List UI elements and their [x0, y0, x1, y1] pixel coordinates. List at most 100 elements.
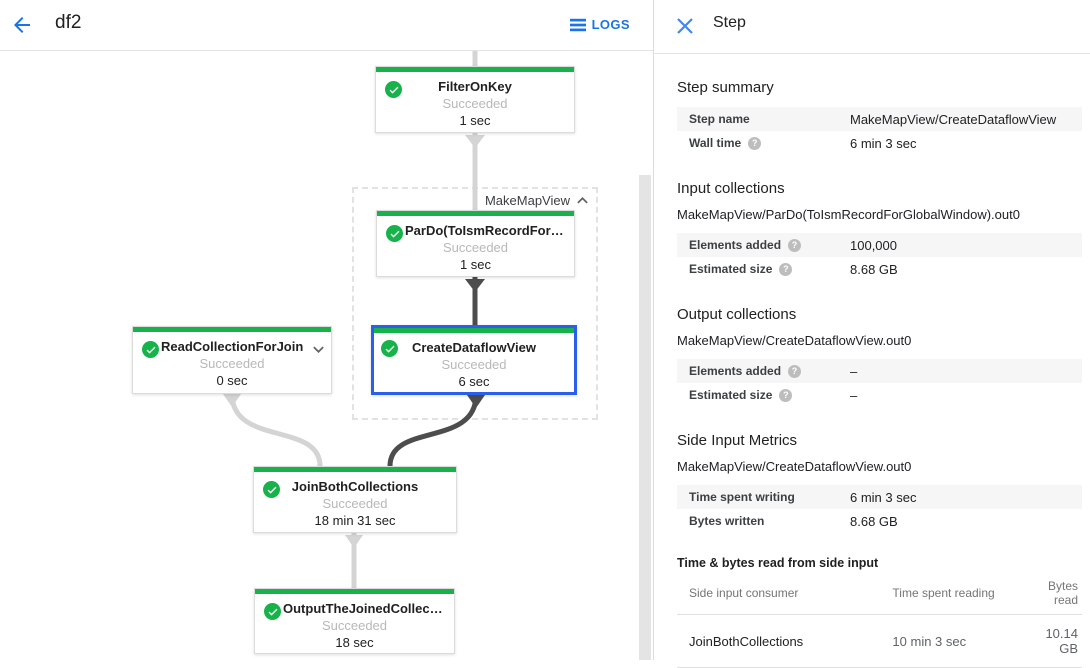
success-check-icon: [263, 481, 280, 498]
node-time: 1 sec: [459, 113, 491, 128]
section-heading-output-collections: Output collections: [677, 306, 797, 323]
success-check-icon: [381, 340, 398, 357]
kv-value: 8.68 GB: [850, 261, 898, 277]
node-status-bar: [374, 328, 574, 333]
kv-label: Estimated size: [689, 262, 773, 276]
node-time: 18 min 31 sec: [314, 513, 396, 528]
node-time: 0 sec: [216, 373, 248, 388]
node-readcollectionforjoin[interactable]: ReadCollectionForJoin Succeeded 0 sec: [132, 326, 332, 394]
output-collection-name: MakeMapView/CreateDataflowView.out0: [677, 333, 912, 348]
logs-button[interactable]: LOGS: [569, 17, 630, 32]
kv-row-estimated-size: Estimated size ? 8.68 GB: [677, 257, 1082, 281]
node-createdataflowview[interactable]: CreateDataflowView Succeeded 6 sec: [371, 325, 577, 395]
node-status: Succeeded: [322, 496, 388, 511]
help-icon[interactable]: ?: [788, 364, 802, 378]
node-title: FilterOnKey: [438, 79, 512, 94]
kv-label: Elements added: [689, 364, 782, 378]
chevron-down-icon[interactable]: [313, 340, 324, 358]
section-heading-step-summary: Step summary: [677, 79, 774, 96]
section-heading-input-collections: Input collections: [677, 180, 785, 197]
node-title: ParDo(ToIsmRecordFor…: [405, 223, 564, 238]
chevron-up-icon: [577, 197, 588, 204]
node-pardo-toismrecord[interactable]: ParDo(ToIsmRecordFor… Succeeded 1 sec: [376, 210, 575, 277]
side-input-table-heading: Time & bytes read from side input: [677, 556, 879, 570]
kv-label: Estimated size: [689, 388, 773, 402]
panel-title: Step: [713, 14, 746, 31]
help-icon[interactable]: ?: [779, 388, 793, 402]
help-icon[interactable]: ?: [788, 238, 802, 252]
help-icon[interactable]: ?: [779, 262, 793, 276]
node-title: JoinBothCollections: [291, 479, 419, 494]
success-check-icon: [386, 225, 403, 242]
kv-value: 6 min 3 sec: [850, 489, 917, 505]
kv-row-bytes-written: Bytes written 8.68 GB: [677, 509, 1082, 533]
node-status-bar: [133, 327, 331, 332]
graph-scrollbar[interactable]: [639, 175, 651, 660]
help-icon[interactable]: ?: [748, 136, 762, 150]
section-heading-side-input-metrics: Side Input Metrics: [677, 432, 798, 449]
kv-value: 8.68 GB: [850, 513, 898, 529]
node-status: Succeeded: [321, 618, 388, 633]
step-summary-rows: Step name MakeMapView/CreateDataflowView…: [677, 107, 1082, 155]
kv-value: 6 min 3 sec: [850, 135, 917, 151]
col-side-input-consumer: Side input consumer: [677, 572, 893, 615]
kv-row-elements-added: Elements added ? –: [677, 359, 1082, 383]
kv-label: Bytes written: [689, 514, 765, 528]
panel-body: Step summary Step name MakeMapView/Creat…: [654, 79, 1090, 668]
input-collections-rows: Elements added ? 100,000 Estimated size …: [677, 233, 1082, 281]
success-check-icon: [142, 341, 159, 358]
makemapview-group-toggle[interactable]: MakeMapView: [485, 193, 588, 208]
node-time: 1 sec: [459, 257, 492, 272]
node-title: OutputTheJoinedCollec…: [283, 601, 443, 616]
node-outputthejoined[interactable]: OutputTheJoinedCollec… Succeeded 18 sec: [254, 588, 455, 654]
node-status: Succeeded: [442, 240, 509, 255]
kv-label: Elements added: [689, 238, 782, 252]
cell-bytes-read: 10.14 GB: [1035, 614, 1082, 668]
table-row: JoinBothCollections 10 min 3 sec 10.14 G…: [677, 614, 1082, 668]
list-icon: [569, 18, 586, 31]
node-joinbothcollections[interactable]: JoinBothCollections Succeeded 18 min 31 …: [253, 466, 457, 533]
col-time-spent-reading: Time spent reading: [892, 572, 1036, 615]
kv-label: Time spent writing: [689, 490, 795, 504]
kv-value: 100,000: [850, 237, 897, 253]
side-input-metrics-rows: Time spent writing 6 min 3 sec Bytes wri…: [677, 485, 1082, 533]
close-button[interactable]: [675, 16, 695, 36]
job-graph-canvas[interactable]: MakeMapView FilterOnKey Succeeded: [0, 51, 653, 660]
kv-value: –: [850, 363, 858, 379]
node-status-bar: [377, 211, 574, 216]
node-title: CreateDataflowView: [411, 340, 537, 355]
arrow-left-icon: [14, 17, 30, 33]
kv-label: Step name: [689, 112, 750, 126]
node-time: 18 sec: [335, 635, 374, 650]
panel-header: Step: [654, 0, 1090, 54]
side-input-collection-name: MakeMapView/CreateDataflowView.out0: [677, 459, 912, 474]
node-filteronkey[interactable]: FilterOnKey Succeeded 1 sec: [375, 66, 575, 133]
back-button[interactable]: [10, 13, 34, 37]
logs-label: LOGS: [591, 17, 630, 32]
close-icon: [677, 18, 693, 34]
col-bytes-read: Bytes read: [1035, 572, 1082, 615]
input-collection-name: MakeMapView/ParDo(ToIsmRecordForGlobalWi…: [677, 207, 1020, 222]
kv-label: Wall time: [689, 136, 742, 150]
group-label-text: MakeMapView: [484, 193, 570, 208]
node-title: ReadCollectionForJoin: [161, 339, 304, 354]
kv-row-estimated-size: Estimated size ? –: [677, 383, 1082, 407]
kv-value: MakeMapView/CreateDataflowView: [850, 111, 1057, 127]
table-header-row: Side input consumer Time spent reading B…: [677, 572, 1082, 615]
kv-value: –: [850, 387, 858, 403]
step-details-panel: Step Step summary Step name MakeMapView/…: [653, 0, 1090, 668]
node-status: Succeeded: [441, 357, 507, 372]
top-bar: df2 LOGS: [0, 0, 653, 51]
kv-row-step-name: Step name MakeMapView/CreateDataflowView: [677, 107, 1082, 131]
node-status-bar: [255, 589, 454, 594]
success-check-icon: [385, 81, 402, 98]
node-status: Succeeded: [199, 356, 265, 371]
kv-row-elements-added: Elements added ? 100,000: [677, 233, 1082, 257]
kv-row-wall-time: Wall time ? 6 min 3 sec: [677, 131, 1082, 155]
node-time: 6 sec: [458, 374, 490, 389]
cell-consumer: JoinBothCollections: [677, 614, 893, 668]
graph-edges: [223, 51, 485, 588]
node-status-bar: [254, 467, 456, 472]
side-input-table: Side input consumer Time spent reading B…: [677, 572, 1082, 668]
kv-row-time-spent-writing: Time spent writing 6 min 3 sec: [677, 485, 1082, 509]
